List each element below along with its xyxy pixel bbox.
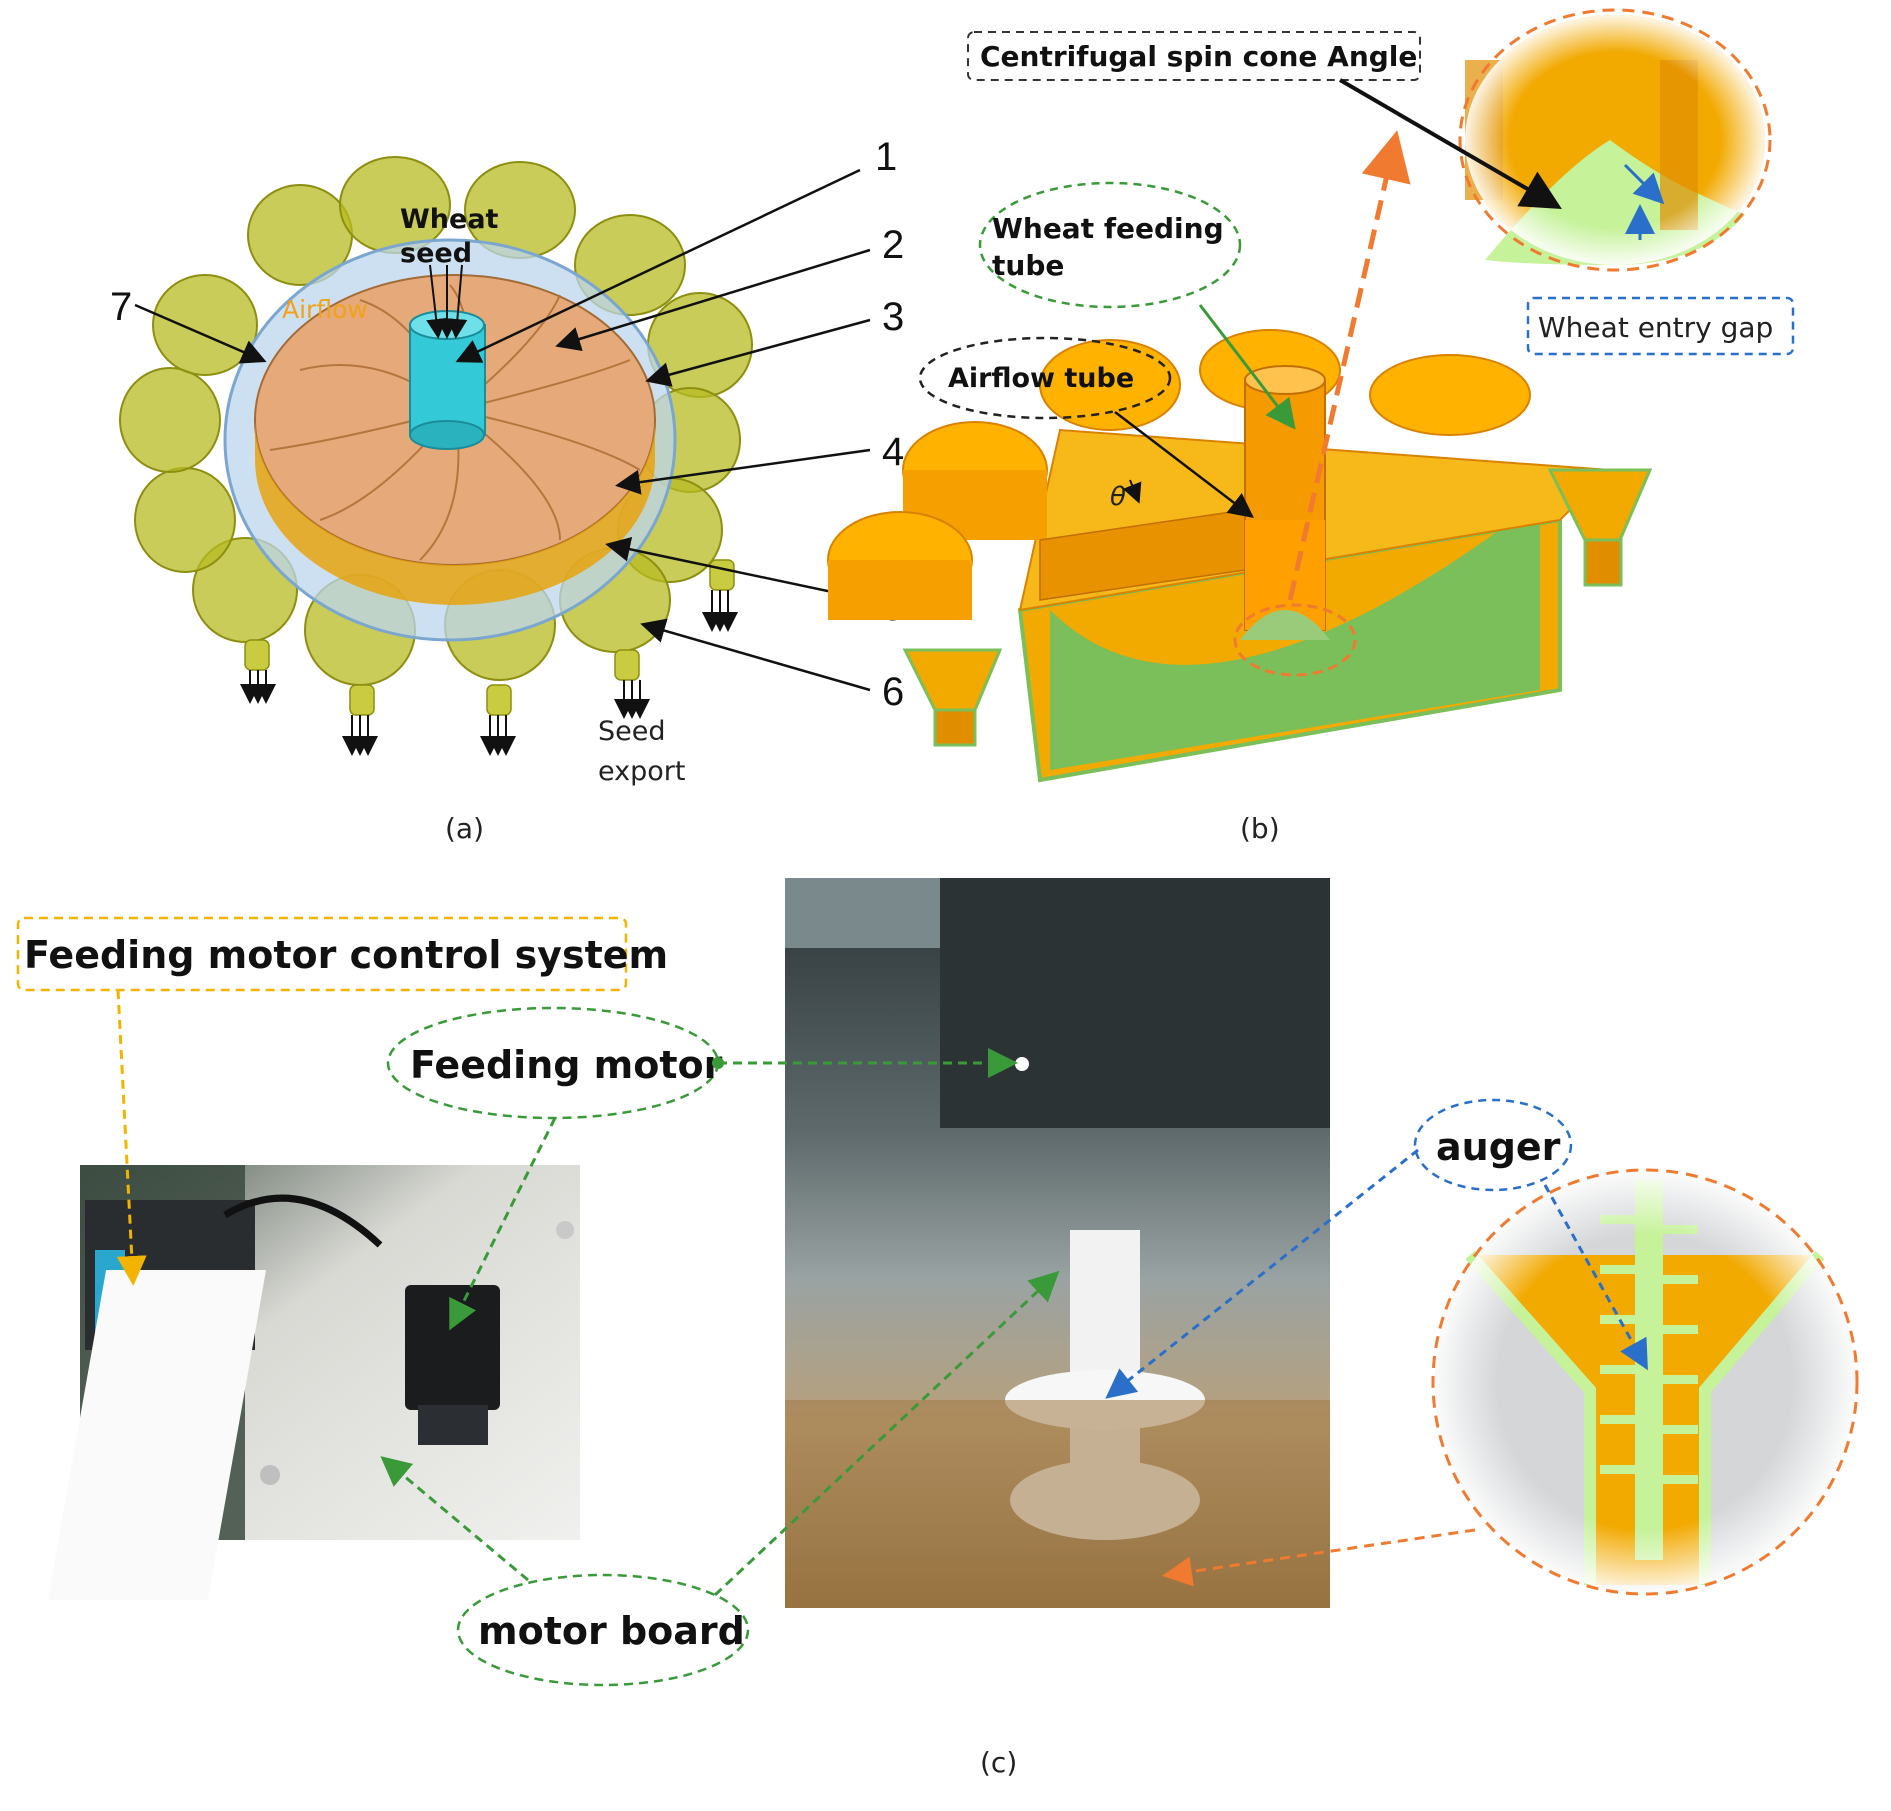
photo-auger (785, 878, 1330, 1608)
label-cone-angle: Centrifugal spin cone Angle (980, 40, 1417, 73)
panel-a-illustration: 1 2 3 4 5 6 7 Wheat seed Airflow Seed ex… (110, 135, 904, 845)
rotor-rim (255, 420, 655, 605)
part-number-3: 3 (882, 295, 904, 339)
label-control-system: Feeding motor control system (24, 933, 668, 977)
label-wheat-seed-line2: seed (400, 238, 472, 269)
leader-auger-left (1105, 1148, 1419, 1399)
label-auger: auger (1436, 1125, 1561, 1169)
caption-c: (c) (980, 1746, 1017, 1779)
part-number-6: 6 (882, 670, 904, 714)
label-feeding-tube-line1: Wheat feeding (992, 212, 1224, 245)
part-number-1: 1 (875, 135, 897, 179)
callout-ellipse-motor-board (456, 1573, 750, 1687)
label-feeding-tube-line2: tube (992, 249, 1064, 282)
cone-detail-zoom (1458, 8, 1772, 272)
leader-auger-right (1543, 1184, 1648, 1371)
callout-ellipse-feeding-tube (978, 181, 1242, 309)
zoom-arrow-c (1162, 1528, 1476, 1587)
leader-feeding-motor-down (449, 1117, 557, 1331)
panel-c: Feeding motor control system Feeding mot… (16, 878, 1859, 1779)
feeding-motor-dot (712, 1057, 724, 1069)
callout-ellipse-auger (1413, 1098, 1573, 1192)
panel-b-illustration: θ Centrifugal spin cone Angle Wheat feed… (827, 8, 1795, 845)
label-wheat-seed-line1: Wheat (400, 204, 499, 235)
leader-motor-board-right (713, 1270, 1060, 1597)
callout-ellipse-airflow-tube (918, 336, 1172, 420)
leader-motor-board-left (380, 1456, 529, 1582)
part-number-4: 4 (882, 430, 904, 474)
label-airflow: Airflow (282, 295, 368, 324)
leader-airflow-tube (1114, 411, 1254, 519)
auger-section-zoom (1431, 1168, 1859, 1596)
label-feeding-motor: Feeding motor (410, 1043, 723, 1087)
leader-feeding-tube (1198, 304, 1296, 430)
zoom-origin-ellipse (1233, 603, 1357, 677)
caption-a: (a) (445, 812, 484, 845)
wheat-seed-arrows (426, 264, 468, 339)
part-number-7: 7 (110, 285, 132, 329)
label-motor-board: motor board (478, 1609, 745, 1653)
label-seed-export-line2: export (598, 756, 685, 787)
leader-cone-angle (1338, 78, 1562, 210)
label-seed-export-line1: Seed (598, 716, 666, 747)
photo-control-box (47, 1165, 580, 1600)
label-theta: θ (1110, 482, 1126, 512)
cutaway-body: θ (827, 329, 1653, 783)
part-number-2: 2 (882, 223, 904, 267)
label-entry-gap: Wheat entry gap (1538, 311, 1773, 344)
callout-box-entry-gap (1526, 296, 1795, 356)
label-airflow-tube: Airflow tube (948, 363, 1134, 394)
callout-box-control-system (16, 916, 628, 992)
seed-export-arrows (240, 590, 738, 756)
zoom-arrow-b (1287, 130, 1411, 601)
callout-box-cone-angle (967, 31, 1421, 81)
leader-control-system (116, 989, 147, 1286)
part-leader-lines (134, 168, 871, 692)
caption-b: (b) (1240, 812, 1280, 845)
